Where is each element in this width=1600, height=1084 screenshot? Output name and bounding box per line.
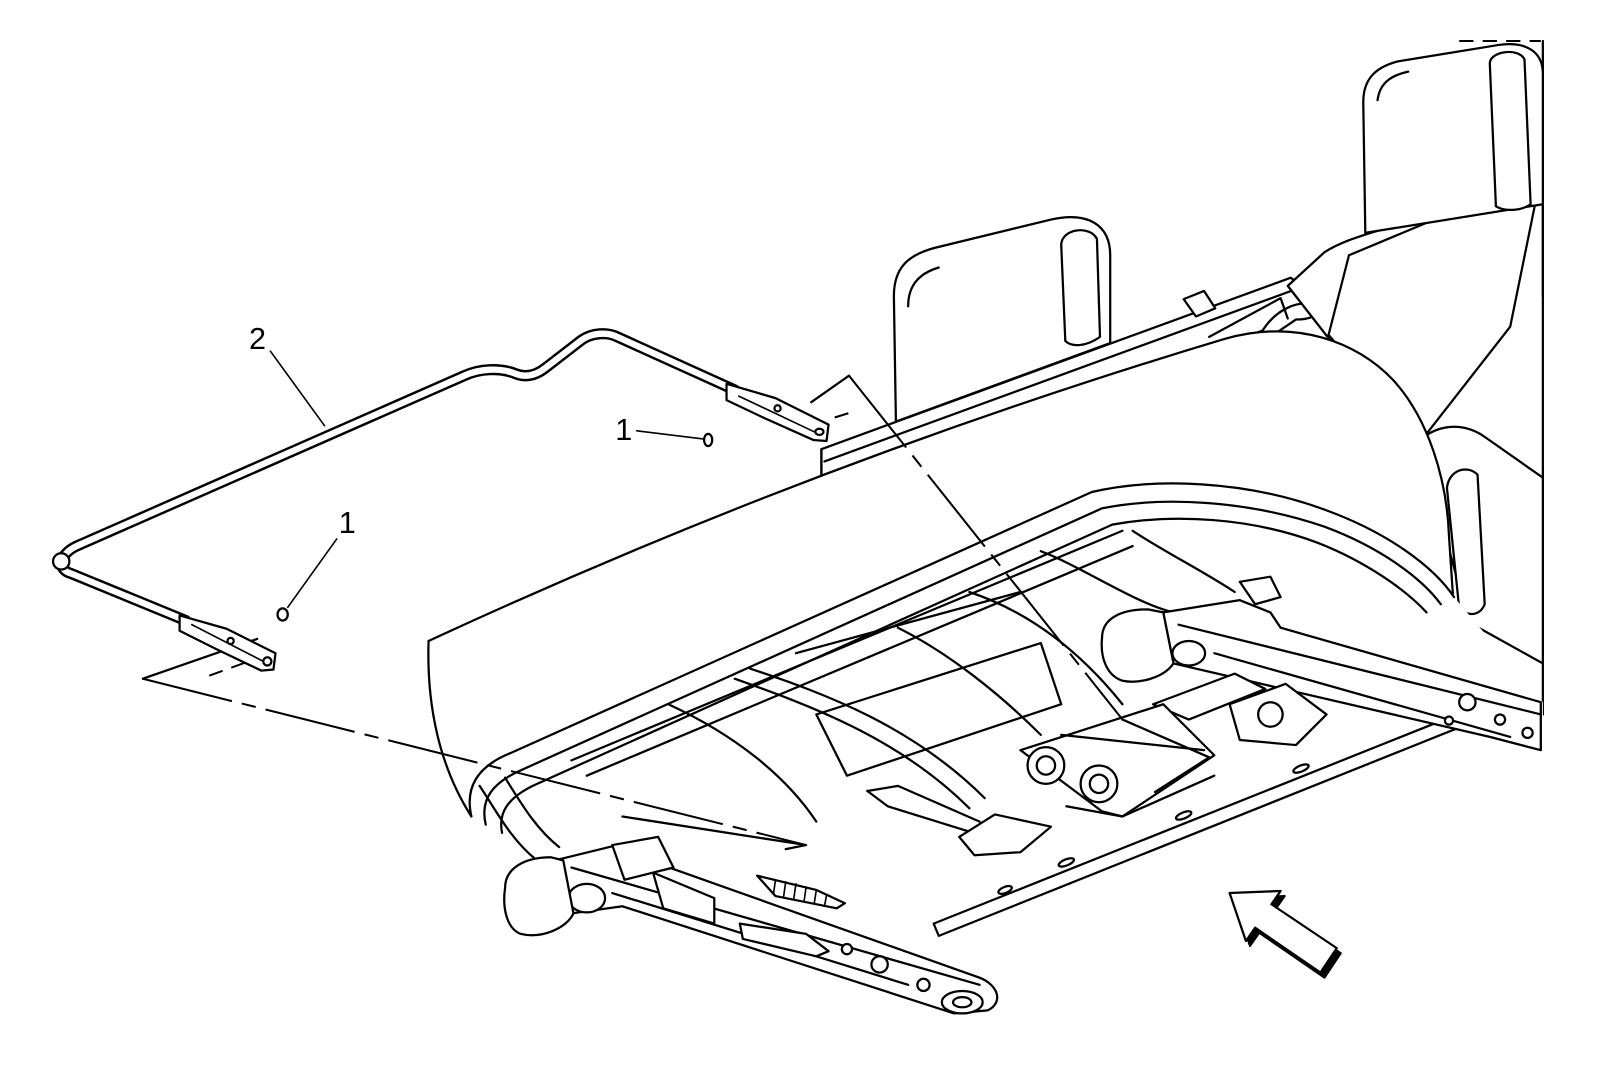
seat-cushion-front-face: [427, 639, 473, 818]
phantom-line-upper: [848, 375, 1124, 721]
right-seat-rail: [1100, 575, 1542, 752]
frame-bar-center-inner: [748, 667, 986, 800]
phantom-line-upper-start: [810, 374, 851, 404]
right-rail-edge: [1177, 623, 1542, 716]
plate-slot: [1292, 763, 1310, 774]
frame-bracket-l: [866, 784, 981, 823]
right-seatback-panel-side: [1425, 194, 1538, 435]
headrest-right-contour: [1376, 70, 1410, 102]
middle-seatback-seam: [823, 288, 1295, 463]
tube-loop-end: [51, 552, 71, 571]
left-rail-mount-hole-inner: [951, 995, 973, 1009]
frame-bar-rear: [968, 590, 1124, 706]
cross-member-front: [570, 529, 1124, 762]
hinge-flange: [1065, 774, 1216, 818]
seat-underside: [468, 482, 1543, 1011]
callout-2-label: 2: [249, 322, 266, 356]
right-rail-roller: [1171, 639, 1207, 667]
plate-slot: [1057, 857, 1076, 868]
headrest-right-insert: [1488, 50, 1532, 211]
fastener-lower: [276, 607, 289, 622]
hinge-box: [1151, 672, 1267, 721]
fastener-upper: [702, 432, 714, 448]
left-rail-bracket: [651, 871, 716, 925]
right-rail-hole: [1458, 692, 1477, 712]
seatback-latch: [1182, 289, 1217, 318]
seat-pan-rim-inner: [500, 517, 1428, 834]
left-rail-edge: [570, 866, 981, 986]
hinge-plate-crease: [1060, 733, 1206, 752]
frame-tube-left: [667, 703, 818, 823]
center-plate-edge: [794, 590, 1022, 655]
lower-hole-center-line: [208, 657, 258, 677]
left-rail-hole: [916, 977, 931, 993]
hinge-plate: [1019, 703, 1216, 818]
headrest-left: [892, 216, 1112, 423]
upper-bracket-crease: [737, 395, 818, 434]
pan-front-lip: [478, 784, 537, 861]
seat-pan-rim-outer: [468, 482, 1456, 818]
seat-cushion-top-edge: [427, 330, 1455, 643]
right-rail-hole: [1493, 713, 1507, 726]
left-rail-roller: [567, 882, 607, 914]
right-rail-edge-lower: [1213, 652, 1512, 739]
frame-bar-back: [1131, 529, 1236, 594]
view-direction-arrow-icon: [1228, 889, 1342, 979]
hinge-bracket: [1019, 672, 1328, 818]
right-rail-bracket: [1238, 575, 1282, 606]
phantom-line-lower: [142, 677, 807, 847]
latch-teeth: [772, 878, 828, 908]
left-rail-hole: [870, 955, 889, 974]
plate-slot: [1174, 810, 1193, 821]
left-seat-rail: [503, 835, 999, 1015]
phantom-line-lower-plane: [621, 815, 808, 851]
lower-bracket-hole: [226, 636, 235, 646]
seatback-trim-line: [1208, 297, 1289, 339]
right-rail-hole: [1443, 715, 1455, 726]
headrest-left-body: [892, 216, 1112, 423]
callout-1-lower-label: 1: [339, 506, 356, 540]
frame-bar-center: [733, 677, 971, 810]
fastener-upper-nut: [702, 432, 714, 448]
pan-front-lip-inner: [503, 776, 561, 849]
left-rail-end-cap: [503, 856, 575, 937]
cross-member-front-lower: [585, 544, 1134, 777]
right-rail-end-cap: [1100, 608, 1175, 683]
headrest-left-insert: [1060, 229, 1102, 347]
frame-bracket-l-lower: [866, 789, 981, 836]
hinge-boss-hole: [1035, 755, 1057, 776]
lower-bracket-hole: [262, 656, 273, 667]
callouts: 2 1 1: [249, 322, 704, 609]
leader-line-1-upper: [635, 429, 704, 440]
upper-bracket-hole: [773, 404, 782, 413]
hinge-boss-hole: [1088, 773, 1110, 795]
left-rail-riser: [611, 835, 675, 881]
plate-slot: [997, 884, 1013, 895]
right-rail-hole: [1521, 726, 1534, 740]
right-hinge-boss: [1257, 701, 1284, 728]
seat-underside-fill: [469, 483, 1543, 1011]
center-plate: [815, 641, 1063, 777]
upper-bracket-hole: [814, 427, 825, 436]
leader-line-1-lower: [286, 538, 338, 609]
middle-seatback: [820, 276, 1328, 479]
leader-line-2: [269, 350, 326, 427]
phantom-line-upper-plane: [1121, 718, 1211, 794]
view-arrow-body: [1228, 889, 1338, 974]
phantom-lines: [141, 374, 1211, 851]
frame-bar-mid: [896, 626, 1042, 736]
left-rail-bumper: [738, 922, 830, 958]
bar-assembly: [51, 328, 830, 672]
seat-pan-rim-middle: [483, 500, 1442, 826]
callout-1-upper-label: 1: [615, 413, 632, 447]
left-rail-hole: [840, 942, 854, 956]
headrest-right: [1362, 43, 1544, 234]
headrest-left-contour: [907, 266, 940, 308]
frame-bar-rear-upper: [1039, 550, 1175, 614]
fastener-lower-nut: [276, 607, 289, 622]
upper-hole-center-line: [834, 411, 852, 419]
frame-center-pad: [958, 813, 1053, 857]
